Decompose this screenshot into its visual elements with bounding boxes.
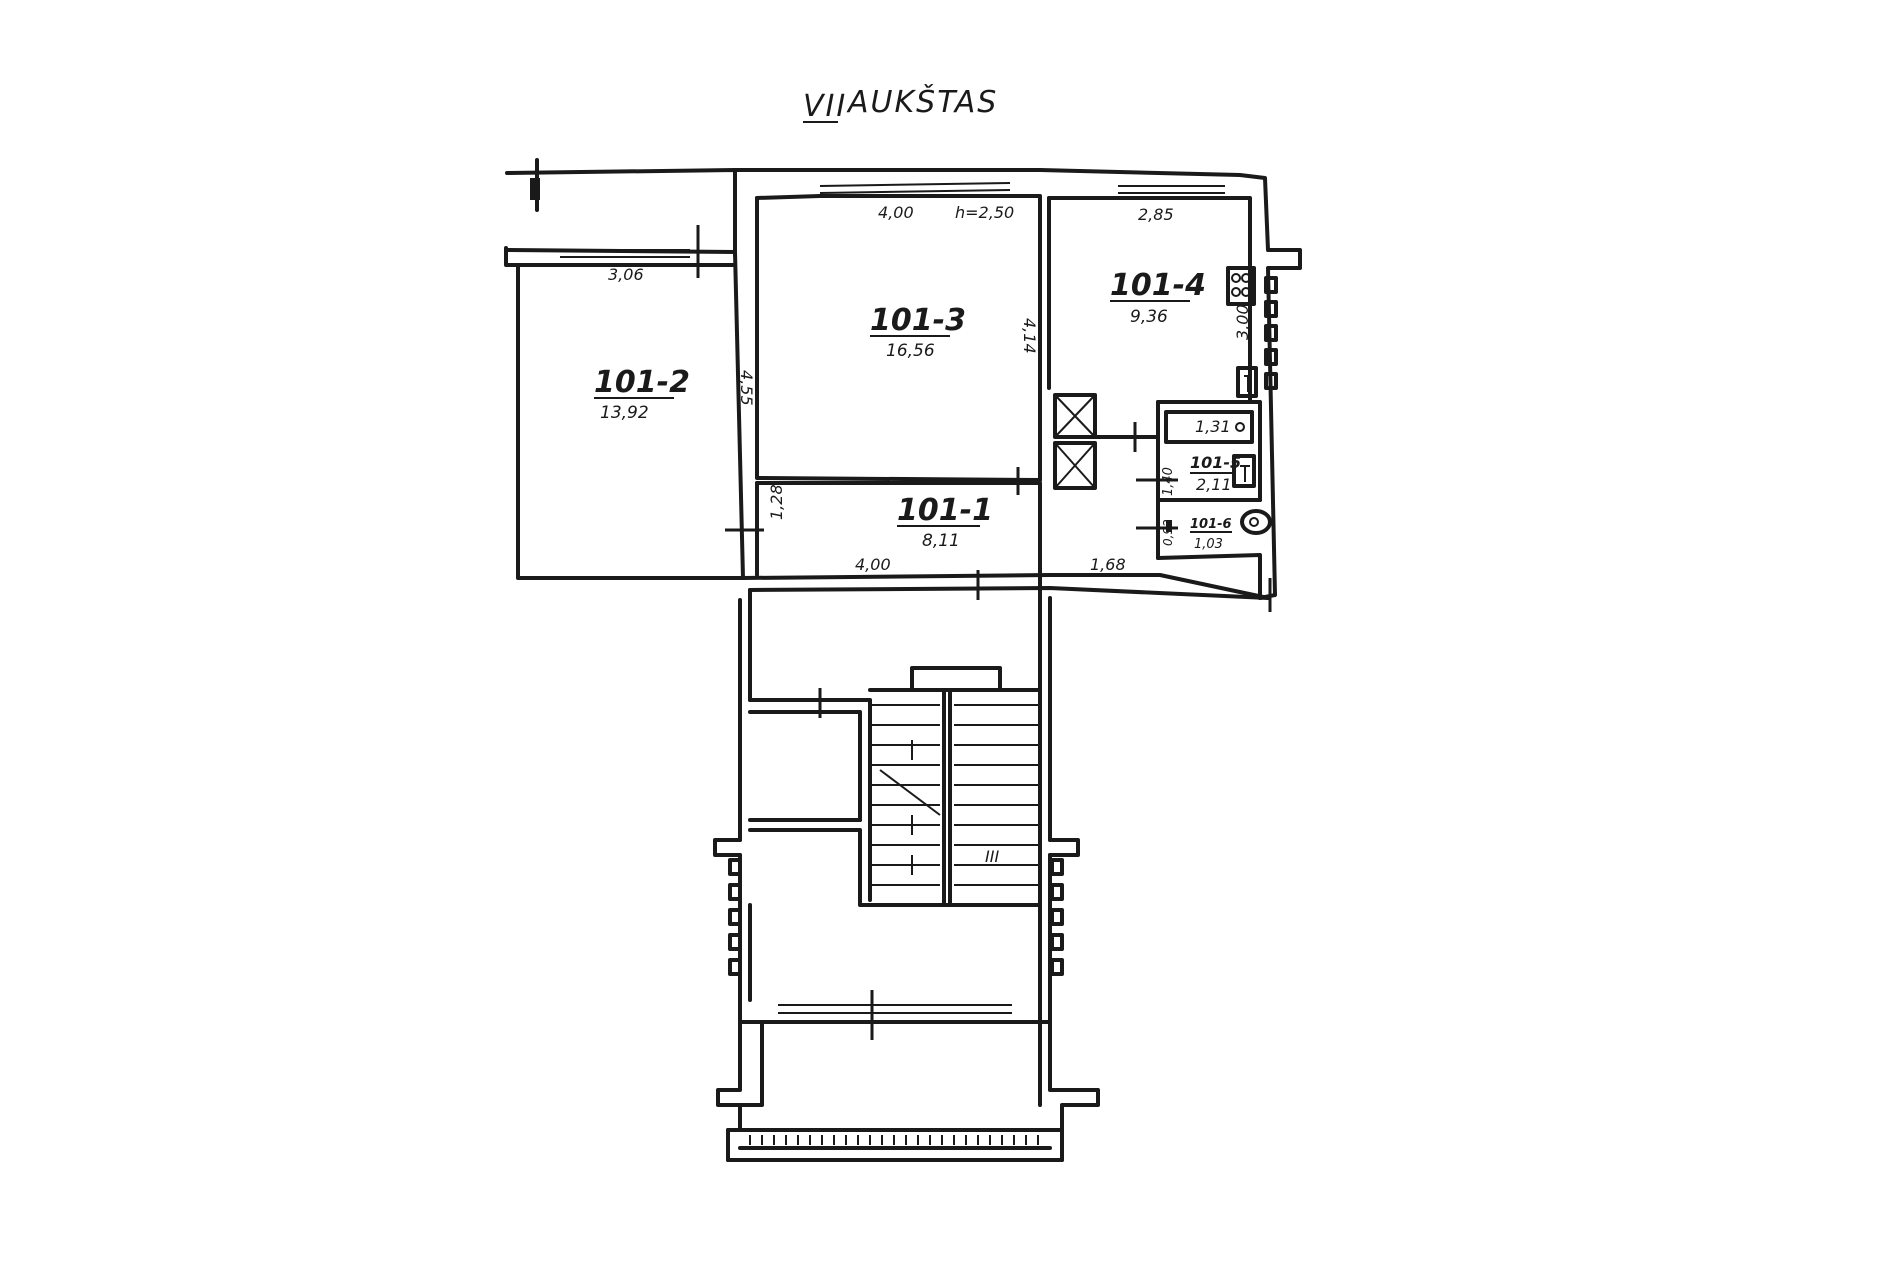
room-101-4-id: 101-4 xyxy=(1110,268,1206,303)
dim-400-top: 4,00 xyxy=(878,203,914,222)
balcony-railing xyxy=(749,1135,1039,1145)
floor-title-word: AUKŠTAS xyxy=(846,83,998,120)
room-101-6: 101-6 1,03 xyxy=(1190,517,1232,552)
room-101-4-area: 9,36 xyxy=(1130,307,1168,327)
dim-400-bottom: 4,00 xyxy=(855,555,891,574)
room-101-6-area: 1,03 xyxy=(1194,537,1223,552)
stair-treads xyxy=(872,704,1040,886)
room-101-1-area: 8,11 xyxy=(922,531,960,551)
bathroom-sink-icon xyxy=(1232,454,1256,488)
dim-128: 1,28 xyxy=(767,484,786,520)
dim-455: 4,55 xyxy=(737,370,756,406)
dim-140: 1,40 xyxy=(1161,467,1176,496)
dim-414: 4,14 xyxy=(1020,318,1039,354)
sink-icon xyxy=(1236,366,1258,398)
dim-306: 3,06 xyxy=(608,265,644,284)
kitchen-fixtures xyxy=(1164,266,1278,535)
dimension-labels: 3,06 4,55 4,00 h=2,50 4,14 2,85 3,00 1,3… xyxy=(608,203,1252,574)
stove-icon xyxy=(1226,266,1256,306)
room-101-3-id: 101-3 xyxy=(870,303,966,338)
apartment-walls xyxy=(504,158,1302,612)
dim-285: 2,85 xyxy=(1138,205,1174,224)
room-101-6-id: 101-6 xyxy=(1190,517,1232,532)
stairwell-walls: III xyxy=(713,588,1100,1162)
room-101-2-area: 13,92 xyxy=(600,403,649,423)
room-101-5-area: 2,11 xyxy=(1196,475,1232,494)
floor-title-roman: VII xyxy=(803,89,847,124)
room-101-1: 101-1 8,11 xyxy=(897,493,993,551)
room-labels: 101-1 8,11 101-2 13,92 101-3 16,56 101-4… xyxy=(594,268,1241,552)
room-101-2-id: 101-2 xyxy=(594,365,690,400)
bathtub-icon xyxy=(1164,410,1254,444)
room-101-5-id: 101-5 xyxy=(1190,453,1241,472)
room-101-1-id: 101-1 xyxy=(897,493,993,528)
room-101-3-area: 16,56 xyxy=(886,341,935,361)
toilet-icon xyxy=(1240,509,1272,535)
room-101-3: 101-3 16,56 xyxy=(870,303,966,361)
dim-131: 1,31 xyxy=(1195,417,1231,436)
ventilation-blocks xyxy=(728,858,1064,976)
room-101-5: 101-5 2,11 xyxy=(1190,453,1241,494)
dim-300: 3,00 xyxy=(1233,304,1252,340)
dim-168: 1,68 xyxy=(1090,555,1126,574)
room-101-2: 101-2 13,92 xyxy=(594,365,690,423)
dim-092: 0,92 xyxy=(1161,519,1175,546)
ceiling-height-label: h=2,50 xyxy=(955,203,1014,222)
room-101-4: 101-4 9,36 xyxy=(1110,268,1206,327)
floor-title: VII AUKŠTAS xyxy=(803,83,998,124)
stair-mark: III xyxy=(985,847,999,866)
